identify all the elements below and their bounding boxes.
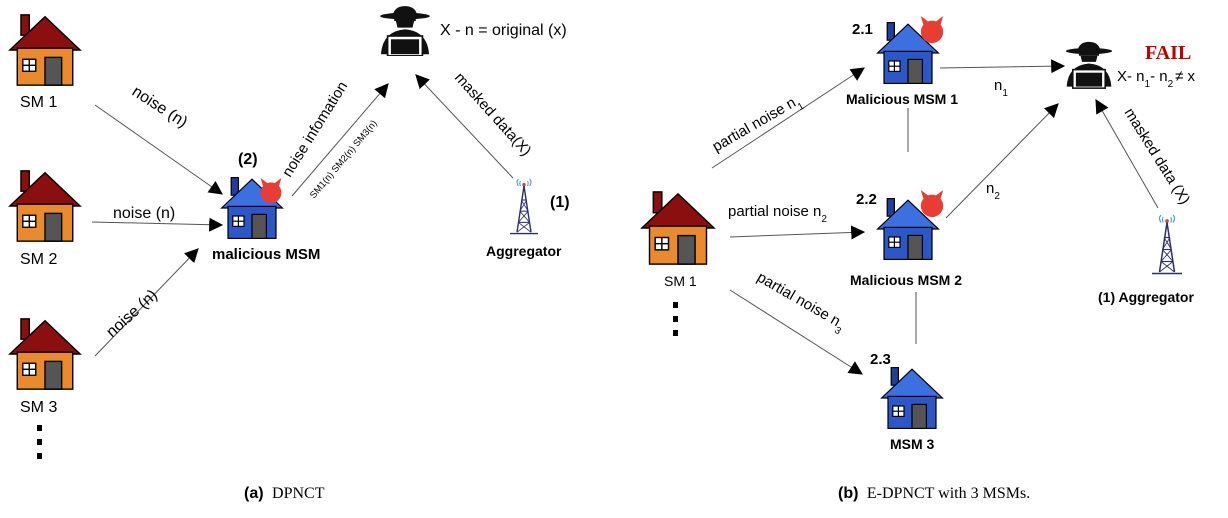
arrow-agg-hacker	[415, 74, 514, 179]
arrow-sm1-msm1	[711, 67, 865, 169]
arrow-sm3-msm	[94, 248, 199, 357]
masked-data-label-b: masked data (X)	[1121, 105, 1194, 207]
n1-label: n1	[994, 77, 1008, 99]
arrow-sm1-msm3	[729, 289, 863, 375]
caption-a: (a) DPNCT	[244, 485, 325, 502]
devil-icon	[920, 16, 944, 44]
fail-label: FAIL	[1145, 42, 1191, 64]
devil-icon	[260, 178, 282, 204]
panel-a: SM 1 SM 2 SM 3 (2) malicious MSM noise (…	[9, 6, 570, 502]
arrow-sm1-msm2	[729, 225, 866, 240]
tower-icon	[1152, 214, 1182, 275]
msm2-number: 2.2	[856, 191, 877, 208]
masked-data-label: masked data(X)	[451, 69, 534, 159]
house-icon	[641, 191, 715, 265]
sm1-label: SM 1	[20, 94, 57, 111]
ellipsis-dots	[673, 302, 678, 336]
caption-a-prefix: (a)	[244, 485, 264, 502]
arrow-sm2-msm	[91, 217, 224, 232]
arrow-msm2-hacker	[945, 103, 1059, 219]
hacker-icon	[379, 6, 431, 56]
sm1-label-b: SM 1	[664, 273, 697, 289]
msm2-label: Malicious MSM 2	[850, 272, 962, 288]
equation-text: X - n = original (x)	[440, 22, 567, 39]
msm3-label: MSM 3	[890, 436, 935, 452]
partial-noise-3: partial noise n3	[752, 269, 849, 337]
aggregator-number: (1)	[550, 194, 570, 211]
noise-label-3: noise (n)	[103, 287, 161, 341]
sm2-label: SM 2	[20, 251, 57, 268]
house-icon	[9, 318, 81, 390]
arrow-msm-hacker	[291, 83, 389, 197]
msm-number: (2)	[238, 151, 258, 168]
msm3-number: 2.3	[870, 351, 891, 368]
caption-b-text: E-DPNCT with 3 MSMs.	[867, 485, 1030, 502]
ellipsis-dots	[37, 425, 42, 459]
msm1-label: Malicious MSM 1	[846, 91, 958, 107]
tower-icon	[510, 178, 538, 235]
msm1-number: 2.1	[852, 21, 873, 38]
house-icon	[9, 170, 81, 242]
arrow-sm1-msm	[94, 104, 223, 195]
n2-label: n2	[986, 180, 1000, 202]
msm-label: malicious MSM	[212, 246, 320, 263]
aggregator-label-b: (1) Aggregator	[1098, 289, 1194, 305]
noise-label-1: noise (n)	[129, 83, 190, 131]
caption-b-prefix: (b)	[838, 485, 858, 502]
arrow-msm1-hacker	[939, 59, 1066, 74]
equation-b: X- n1- n2≠ x	[1117, 68, 1196, 90]
noise-label-2: noise (n)	[113, 205, 175, 222]
house-icon	[9, 14, 81, 86]
aggregator-label: Aggregator	[486, 243, 562, 259]
sm3-label: SM 3	[20, 399, 57, 416]
caption-a-text: DPNCT	[272, 485, 325, 502]
partial-noise-1: partial noise n1	[710, 91, 807, 159]
house-icon	[880, 367, 944, 429]
devil-icon	[920, 190, 944, 218]
arrow-agg-hacker-b	[1095, 98, 1159, 209]
caption-b: (b) E-DPNCT with 3 MSMs.	[838, 485, 1030, 502]
panel-b: SM 1 2.1 Malicious MSM 1 2.2 Malicious M…	[641, 16, 1196, 502]
hacker-icon	[1065, 41, 1113, 89]
partial-noise-2: partial noise n2	[728, 203, 827, 225]
